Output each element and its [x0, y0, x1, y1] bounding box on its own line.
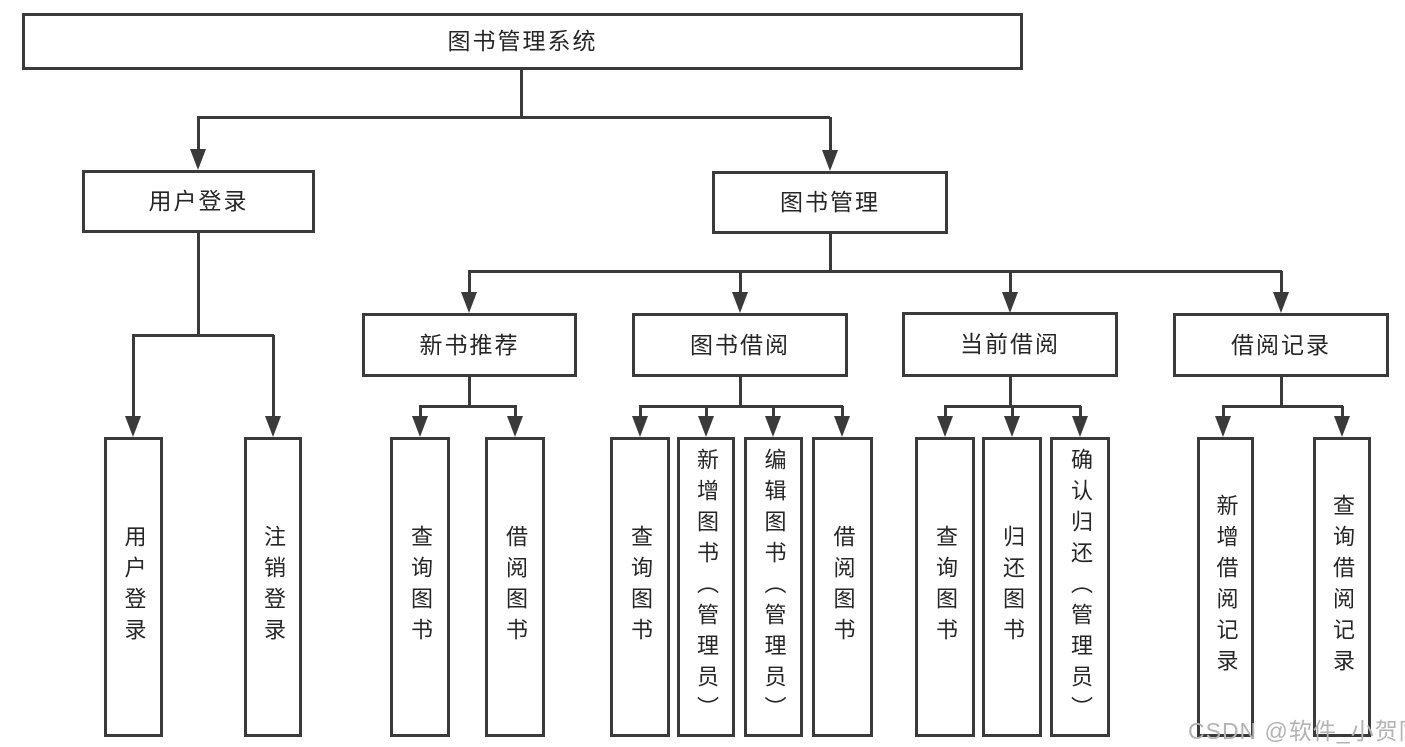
node-book-management-label: 图书管理 [780, 189, 880, 215]
node-borrow-record: 借阅记录 [1173, 313, 1389, 377]
arrow-bb-borrow [834, 416, 850, 437]
arrow-book-borrow [732, 292, 748, 313]
leaf-logout-label: 注销登录 [261, 525, 286, 649]
leaf-record-query-label: 查询借阅记录 [1330, 494, 1355, 680]
connector-user-login-rail [132, 334, 274, 337]
connector-drop-bb-query [639, 406, 642, 420]
watermark: CSDN @软件_小贺同学 [1188, 718, 1405, 744]
arrow-current-borrow [1002, 292, 1018, 313]
connector-drop-bb-edit [772, 406, 775, 420]
leaf-user-login-label: 用户登录 [121, 525, 147, 649]
connector-borrow-record-rail [1222, 405, 1343, 408]
arrow-bb-add [698, 416, 714, 437]
connector-drop-user-login [197, 117, 200, 152]
connector-drop-cb-return [1011, 406, 1014, 420]
connector-drop-nb-borrow [514, 406, 517, 420]
connector-book-management-rail [468, 270, 1282, 273]
leaf-borrow-edit: 编辑图书（管理员） [744, 437, 803, 737]
arrow-br-add [1215, 416, 1231, 437]
node-current-borrow-label: 当前借阅 [960, 331, 1060, 357]
arrow-bb-edit [765, 416, 781, 437]
node-borrow-record-label: 借阅记录 [1231, 331, 1331, 358]
connector-drop-borrow-record [1280, 271, 1283, 296]
connector-drop-book-borrow [739, 271, 742, 296]
leaf-record-add: 新增借阅记录 [1197, 437, 1254, 737]
leaf-logout: 注销登录 [244, 437, 302, 737]
arrow-cb-query [937, 416, 953, 437]
connector-book-borrow-stem [739, 377, 742, 407]
leaf-borrow-query: 查询图书 [610, 437, 670, 737]
arrow-nb-query [412, 416, 428, 437]
leaf-record-add-label: 新增借阅记录 [1213, 494, 1239, 680]
connector-drop-leaf-logout [272, 335, 275, 419]
leaf-current-return-label: 归还图书 [1000, 525, 1025, 649]
connector-borrow-record-stem [1280, 377, 1283, 407]
connector-new-book-rail [419, 405, 517, 408]
leaf-current-query-label: 查询图书 [933, 525, 958, 649]
connector-drop-bb-add [705, 406, 708, 420]
arrow-cb-confirm [1072, 416, 1088, 437]
arrow-nb-borrow [507, 416, 523, 437]
leaf-borrow-borrow-label: 借阅图书 [830, 525, 856, 649]
leaf-borrow-add-label: 新增图书（管理员） [694, 447, 719, 727]
leaf-user-login: 用户登录 [104, 437, 163, 737]
node-book-borrow: 图书借阅 [632, 313, 848, 377]
node-new-book-recommend: 新书推荐 [362, 313, 577, 377]
leaf-newbook-query: 查询图书 [390, 437, 450, 737]
connector-drop-cb-confirm [1079, 406, 1082, 420]
arrow-cb-return [1004, 416, 1020, 437]
node-user-login-label: 用户登录 [148, 188, 249, 214]
connector-book-borrow-rail [639, 405, 843, 408]
arrow-leaf-logout [265, 416, 281, 437]
connector-drop-cb-query [944, 406, 947, 420]
node-user-login: 用户登录 [82, 170, 315, 233]
connector-drop-br-add [1222, 406, 1225, 420]
leaf-current-confirm-label: 确认归还（管理员） [1068, 447, 1093, 727]
node-book-management: 图书管理 [712, 171, 948, 234]
connector-drop-book-management [829, 117, 832, 153]
node-root-label: 图书管理系统 [447, 28, 598, 54]
arrow-user-login [190, 149, 206, 170]
connector-drop-leaf-login [132, 335, 135, 419]
leaf-newbook-borrow-label: 借阅图书 [503, 525, 528, 649]
connector-new-book-stem [468, 377, 471, 407]
arrow-new-book [461, 292, 477, 313]
leaf-borrow-add: 新增图书（管理员） [677, 437, 735, 737]
node-new-book-recommend-label: 新书推荐 [419, 331, 520, 358]
arrow-br-query [1334, 416, 1350, 437]
leaf-borrow-edit-label: 编辑图书（管理员） [761, 447, 787, 727]
leaf-newbook-borrow: 借阅图书 [485, 437, 545, 737]
connector-drop-bb-borrow [841, 406, 844, 420]
leaf-borrow-query-label: 查询图书 [628, 525, 653, 649]
connector-root-stem [520, 70, 523, 117]
connector-user-login-stem [197, 233, 200, 336]
connector-drop-br-query [1341, 406, 1344, 420]
leaf-current-confirm: 确认归还（管理员） [1050, 437, 1110, 737]
connector-book-management-stem [829, 234, 832, 272]
connector-drop-new-book [468, 271, 471, 296]
leaf-borrow-borrow: 借阅图书 [812, 437, 873, 737]
leaf-current-return: 归还图书 [982, 437, 1042, 737]
arrow-borrow-record [1273, 292, 1289, 313]
node-current-borrow: 当前借阅 [902, 312, 1118, 377]
leaf-current-query: 查询图书 [915, 437, 975, 737]
node-root: 图书管理系统 [22, 13, 1023, 70]
connector-drop-current-borrow [1009, 271, 1012, 296]
leaf-record-query: 查询借阅记录 [1313, 437, 1371, 737]
connector-drop-nb-query [419, 406, 422, 420]
leaf-newbook-query-label: 查询图书 [408, 525, 433, 649]
connector-root-rail [197, 116, 830, 119]
arrow-bb-query [632, 416, 648, 437]
arrow-leaf-login [125, 416, 141, 437]
node-book-borrow-label: 图书借阅 [690, 331, 790, 358]
connector-current-borrow-stem [1009, 377, 1012, 407]
arrow-book-management [822, 150, 838, 171]
